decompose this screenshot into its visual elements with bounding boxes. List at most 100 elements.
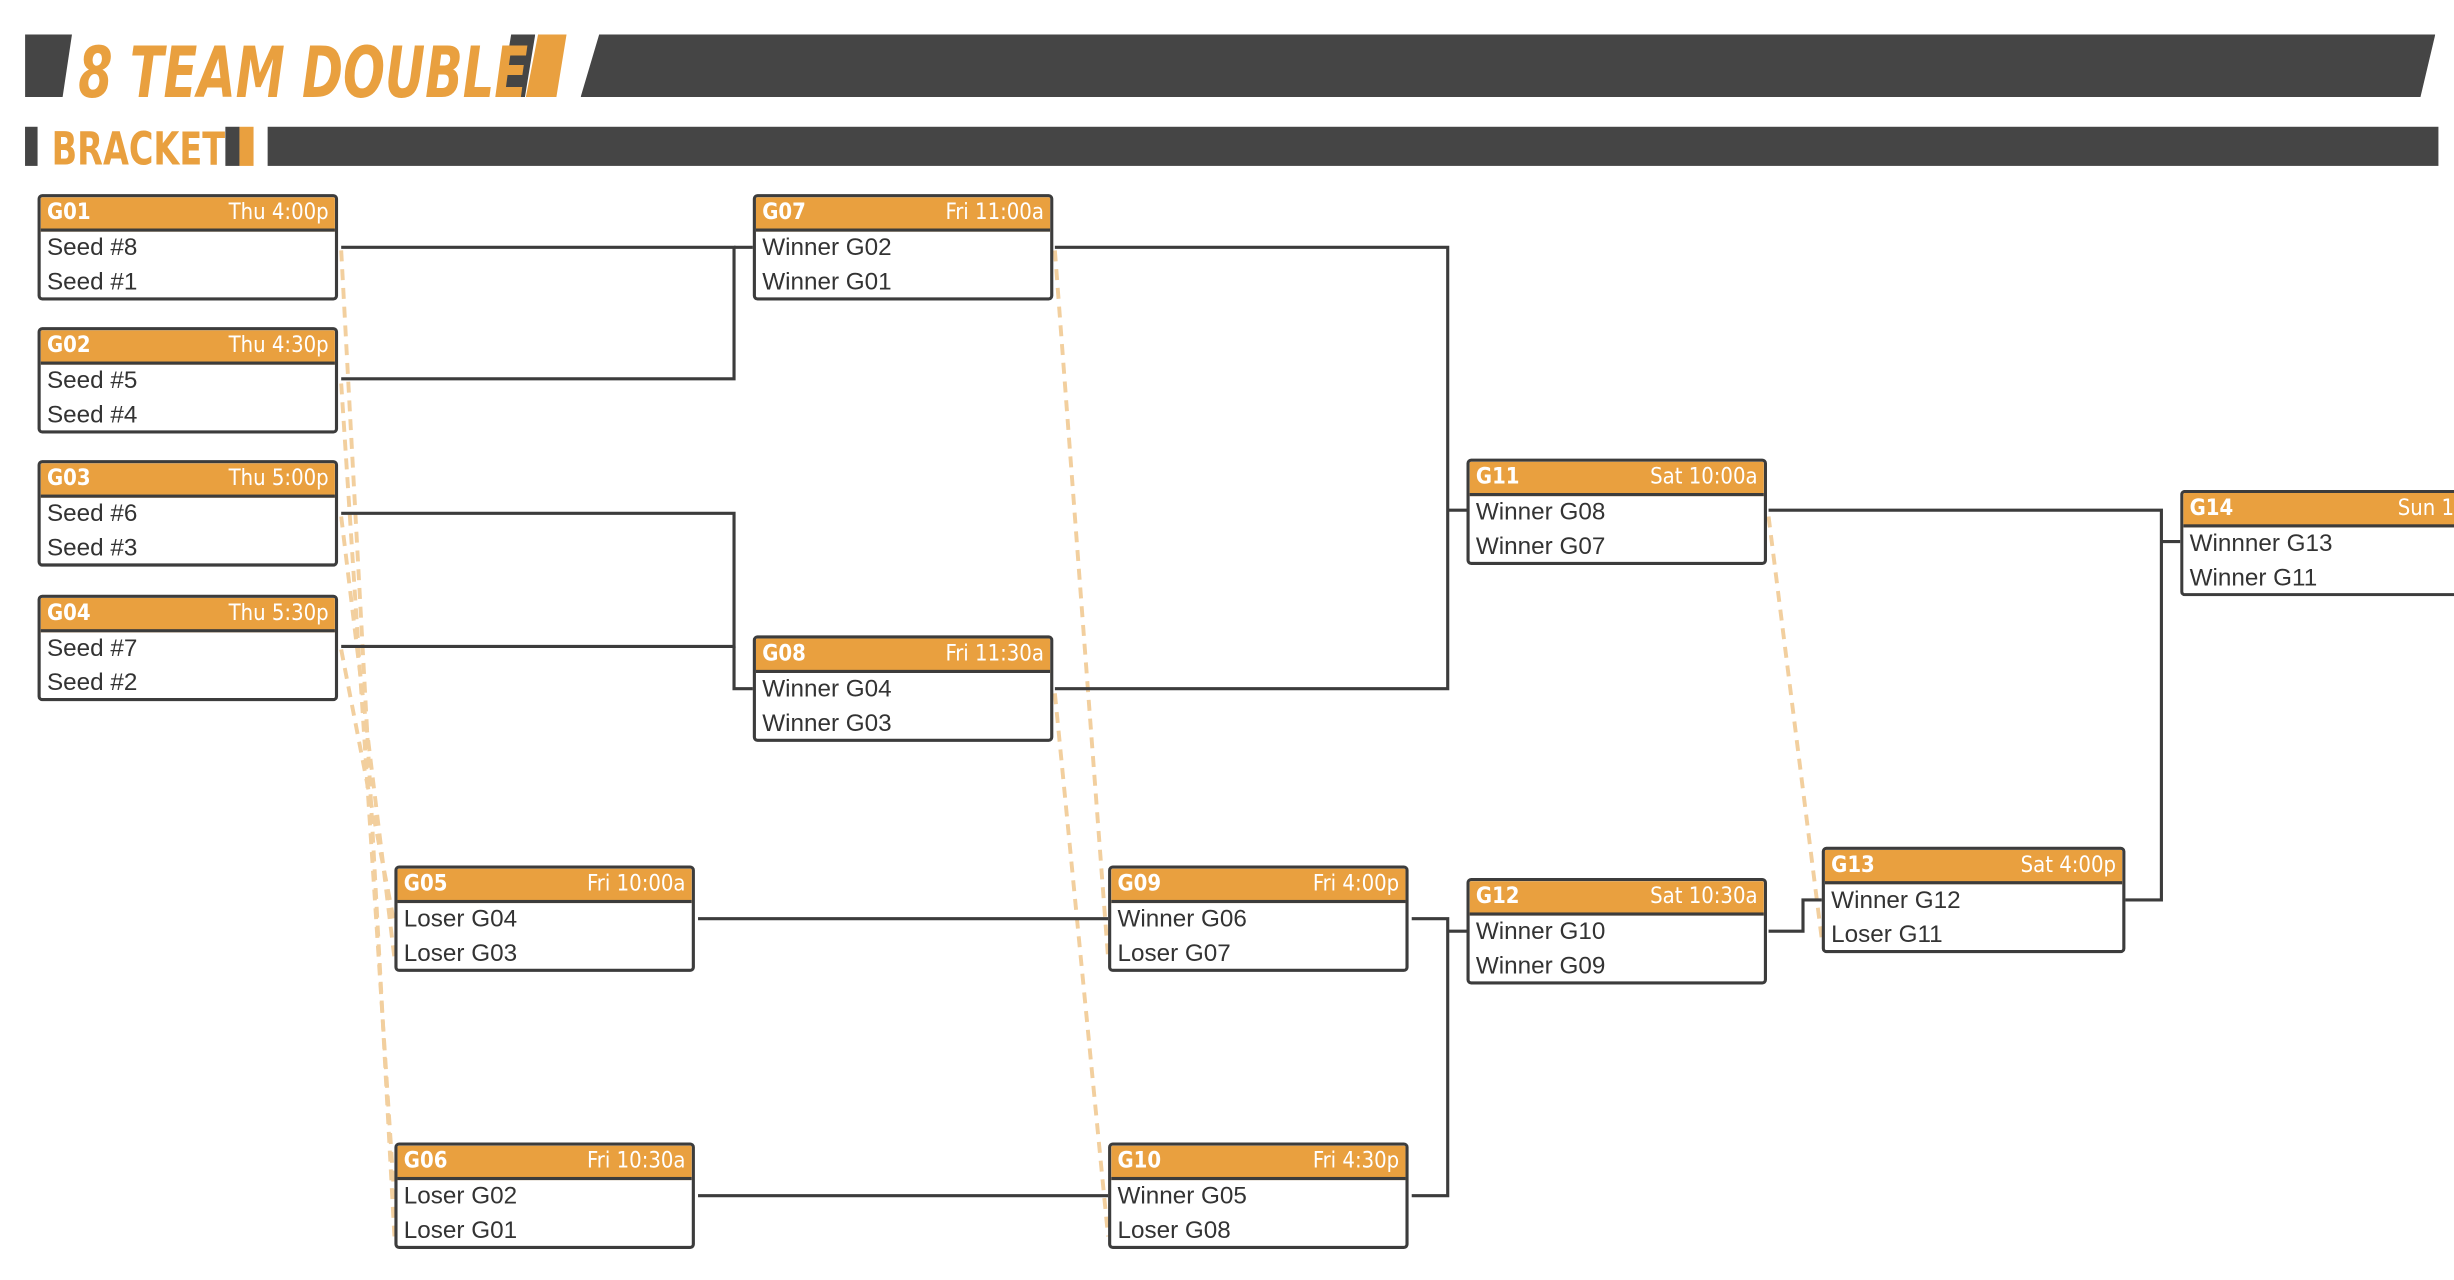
team-slot-1: Loser G02	[403, 1183, 518, 1210]
winner-solid-links	[341, 245, 2181, 1198]
game-box-g13[interactable]: G13 Sat 4:00p Winner G12 Loser G11	[1821, 846, 2126, 954]
game-box-g12[interactable]: G12 Sat 10:30a Winner G10 Winner G09	[1466, 878, 1767, 985]
subtitle-banner-bar	[267, 126, 2439, 166]
game-time: Fri 10:00a	[587, 871, 686, 897]
game-header: G06 Fri 10:30a	[397, 1145, 692, 1181]
game-id: G13	[1831, 852, 1875, 879]
loser-link-g07-g09	[1052, 250, 1111, 958]
team-slot-2: Loser G08	[1117, 1217, 1231, 1245]
subtitle-banner-divider-orange	[239, 126, 254, 166]
game-header: G09 Fri 4:00p	[1111, 868, 1406, 904]
link-g09-g10-g12	[1411, 917, 1450, 1198]
game-time: Fri 4:30p	[1312, 1148, 1400, 1174]
game-box-g05[interactable]: G05 Fri 10:00a Loser G04 Loser G03	[394, 865, 695, 972]
game-header: G03 Thu 5:00p	[40, 463, 335, 498]
team-slot-2: Seed #2	[46, 669, 138, 697]
team-slot-2: Loser G07	[1117, 940, 1231, 968]
game-header: G04 Thu 5:30p	[40, 597, 335, 633]
link-g03-g04-g08	[341, 511, 736, 648]
loser-link-g02-g06	[339, 383, 397, 1199]
team-slot-2: Loser G03	[403, 940, 518, 968]
game-header: G13 Sat 4:00p	[1824, 849, 2123, 885]
game-header: G07 Fri 11:00a	[755, 197, 1051, 232]
game-time: Fri 4:00p	[1312, 871, 1400, 897]
team-slot-1: Winnner G13	[2189, 530, 2333, 558]
link-g12-g13	[1768, 898, 1822, 933]
game-time: Sat 10:30a	[1650, 884, 1758, 910]
game-time: Sat 4:00p	[2020, 852, 2117, 879]
link-g07-g08-g11	[1054, 245, 1450, 691]
team-slot-1: Winner G02	[762, 234, 892, 262]
game-header: G01 Thu 4:00p	[40, 197, 335, 232]
game-header: G14 Sun 10:00a	[2183, 493, 2454, 528]
game-box-g03[interactable]: G03 Thu 5:00p Seed #6 Seed #3	[37, 460, 339, 567]
team-slot-1: Winner G06	[1117, 906, 1247, 933]
game-header: G10 Fri 4:30p	[1111, 1145, 1406, 1181]
game-box-g07[interactable]: G07 Fri 11:00a Winner G02 Winner G01	[752, 194, 1054, 301]
loser-link-g04-g05	[339, 649, 397, 924]
team-slot-1: Winner G05	[1117, 1183, 1247, 1210]
title-banner-left-stripe	[25, 34, 72, 98]
game-id: G01	[46, 200, 91, 226]
subtitle-banner-divider-dark	[225, 126, 240, 166]
game-box-g02[interactable]: G02 Thu 4:30p Seed #5 Seed #4	[37, 327, 339, 434]
link-g01-g02-g07	[341, 245, 736, 381]
team-slot-1: Winner G04	[762, 676, 892, 703]
game-box-g06[interactable]: G06 Fri 10:30a Loser G02 Loser G01	[394, 1142, 695, 1249]
game-time: Fri 11:00a	[945, 200, 1044, 226]
link-into-g08	[732, 646, 753, 691]
game-id: G07	[762, 200, 806, 226]
team-slot-1: Winner G12	[1831, 887, 1961, 915]
game-box-g10[interactable]: G10 Fri 4:30p Winner G05 Loser G08	[1108, 1142, 1409, 1249]
game-header: G11 Sat 10:00a	[1469, 461, 1764, 497]
game-id: G11	[1475, 464, 1520, 490]
team-slot-2: Winner G03	[762, 710, 892, 738]
game-box-g04[interactable]: G04 Thu 5:30p Seed #7 Seed #2	[37, 594, 339, 702]
game-time: Thu 5:30p	[228, 600, 329, 627]
game-id: G14	[2189, 496, 2234, 522]
team-slot-1: Seed #7	[46, 635, 138, 663]
game-id: G08	[762, 641, 806, 667]
team-slot-1: Loser G04	[403, 906, 518, 933]
team-slot-2: Loser G01	[403, 1217, 518, 1245]
loser-link-g08-g10	[1052, 693, 1111, 1237]
game-id: G04	[46, 600, 91, 627]
team-slot-2: Seed #3	[46, 535, 138, 562]
game-id: G09	[1117, 871, 1162, 897]
team-slot-1: Winner G08	[1475, 499, 1606, 526]
game-header: G05 Fri 10:00a	[397, 868, 692, 904]
page-subtitle: BRACKET	[51, 122, 226, 176]
team-slot-1: Seed #8	[46, 234, 138, 262]
team-slot-1: Seed #5	[46, 367, 138, 395]
game-time: Thu 4:00p	[228, 200, 329, 226]
game-box-g09[interactable]: G09 Fri 4:00p Winner G06 Loser G07	[1108, 865, 1409, 972]
team-slot-2: Seed #4	[46, 402, 138, 429]
game-id: G06	[403, 1148, 448, 1174]
subtitle-banner-left-stripe	[25, 126, 38, 166]
game-time: Sun 10:00a	[2397, 496, 2454, 522]
game-id: G10	[1117, 1148, 1162, 1174]
loser-dashed-links	[339, 250, 1824, 1237]
game-time: Thu 5:00p	[228, 466, 329, 492]
loser-link-g11-g13	[1766, 516, 1824, 940]
link-g11-g13-g14	[1768, 508, 2163, 902]
team-slot-2: Seed #1	[46, 269, 138, 296]
game-id: G03	[46, 466, 91, 492]
team-slot-2: Winner G11	[2189, 565, 2318, 592]
game-time: Fri 10:30a	[587, 1148, 686, 1174]
game-header: G12 Sat 10:30a	[1469, 881, 1764, 916]
game-time: Thu 4:30p	[228, 333, 329, 359]
game-time: Sat 10:00a	[1650, 464, 1758, 490]
team-slot-2: Loser G11	[1831, 921, 1943, 949]
game-box-g08[interactable]: G08 Fri 11:30a Winner G04 Winner G03	[752, 635, 1054, 742]
team-slot-1: Winner G10	[1475, 918, 1606, 946]
team-slot-2: Winner G01	[762, 269, 892, 296]
game-box-g14[interactable]: G14 Sun 10:00a Winnner G13 Winner G11	[2180, 489, 2454, 597]
game-id: G05	[403, 871, 448, 897]
game-box-g01[interactable]: G01 Thu 4:00p Seed #8 Seed #1	[37, 194, 339, 301]
team-slot-1: Seed #6	[46, 500, 138, 528]
game-box-g11[interactable]: G11 Sat 10:00a Winner G08 Winner G07	[1466, 458, 1767, 566]
team-slot-2: Winner G09	[1475, 953, 1606, 980]
